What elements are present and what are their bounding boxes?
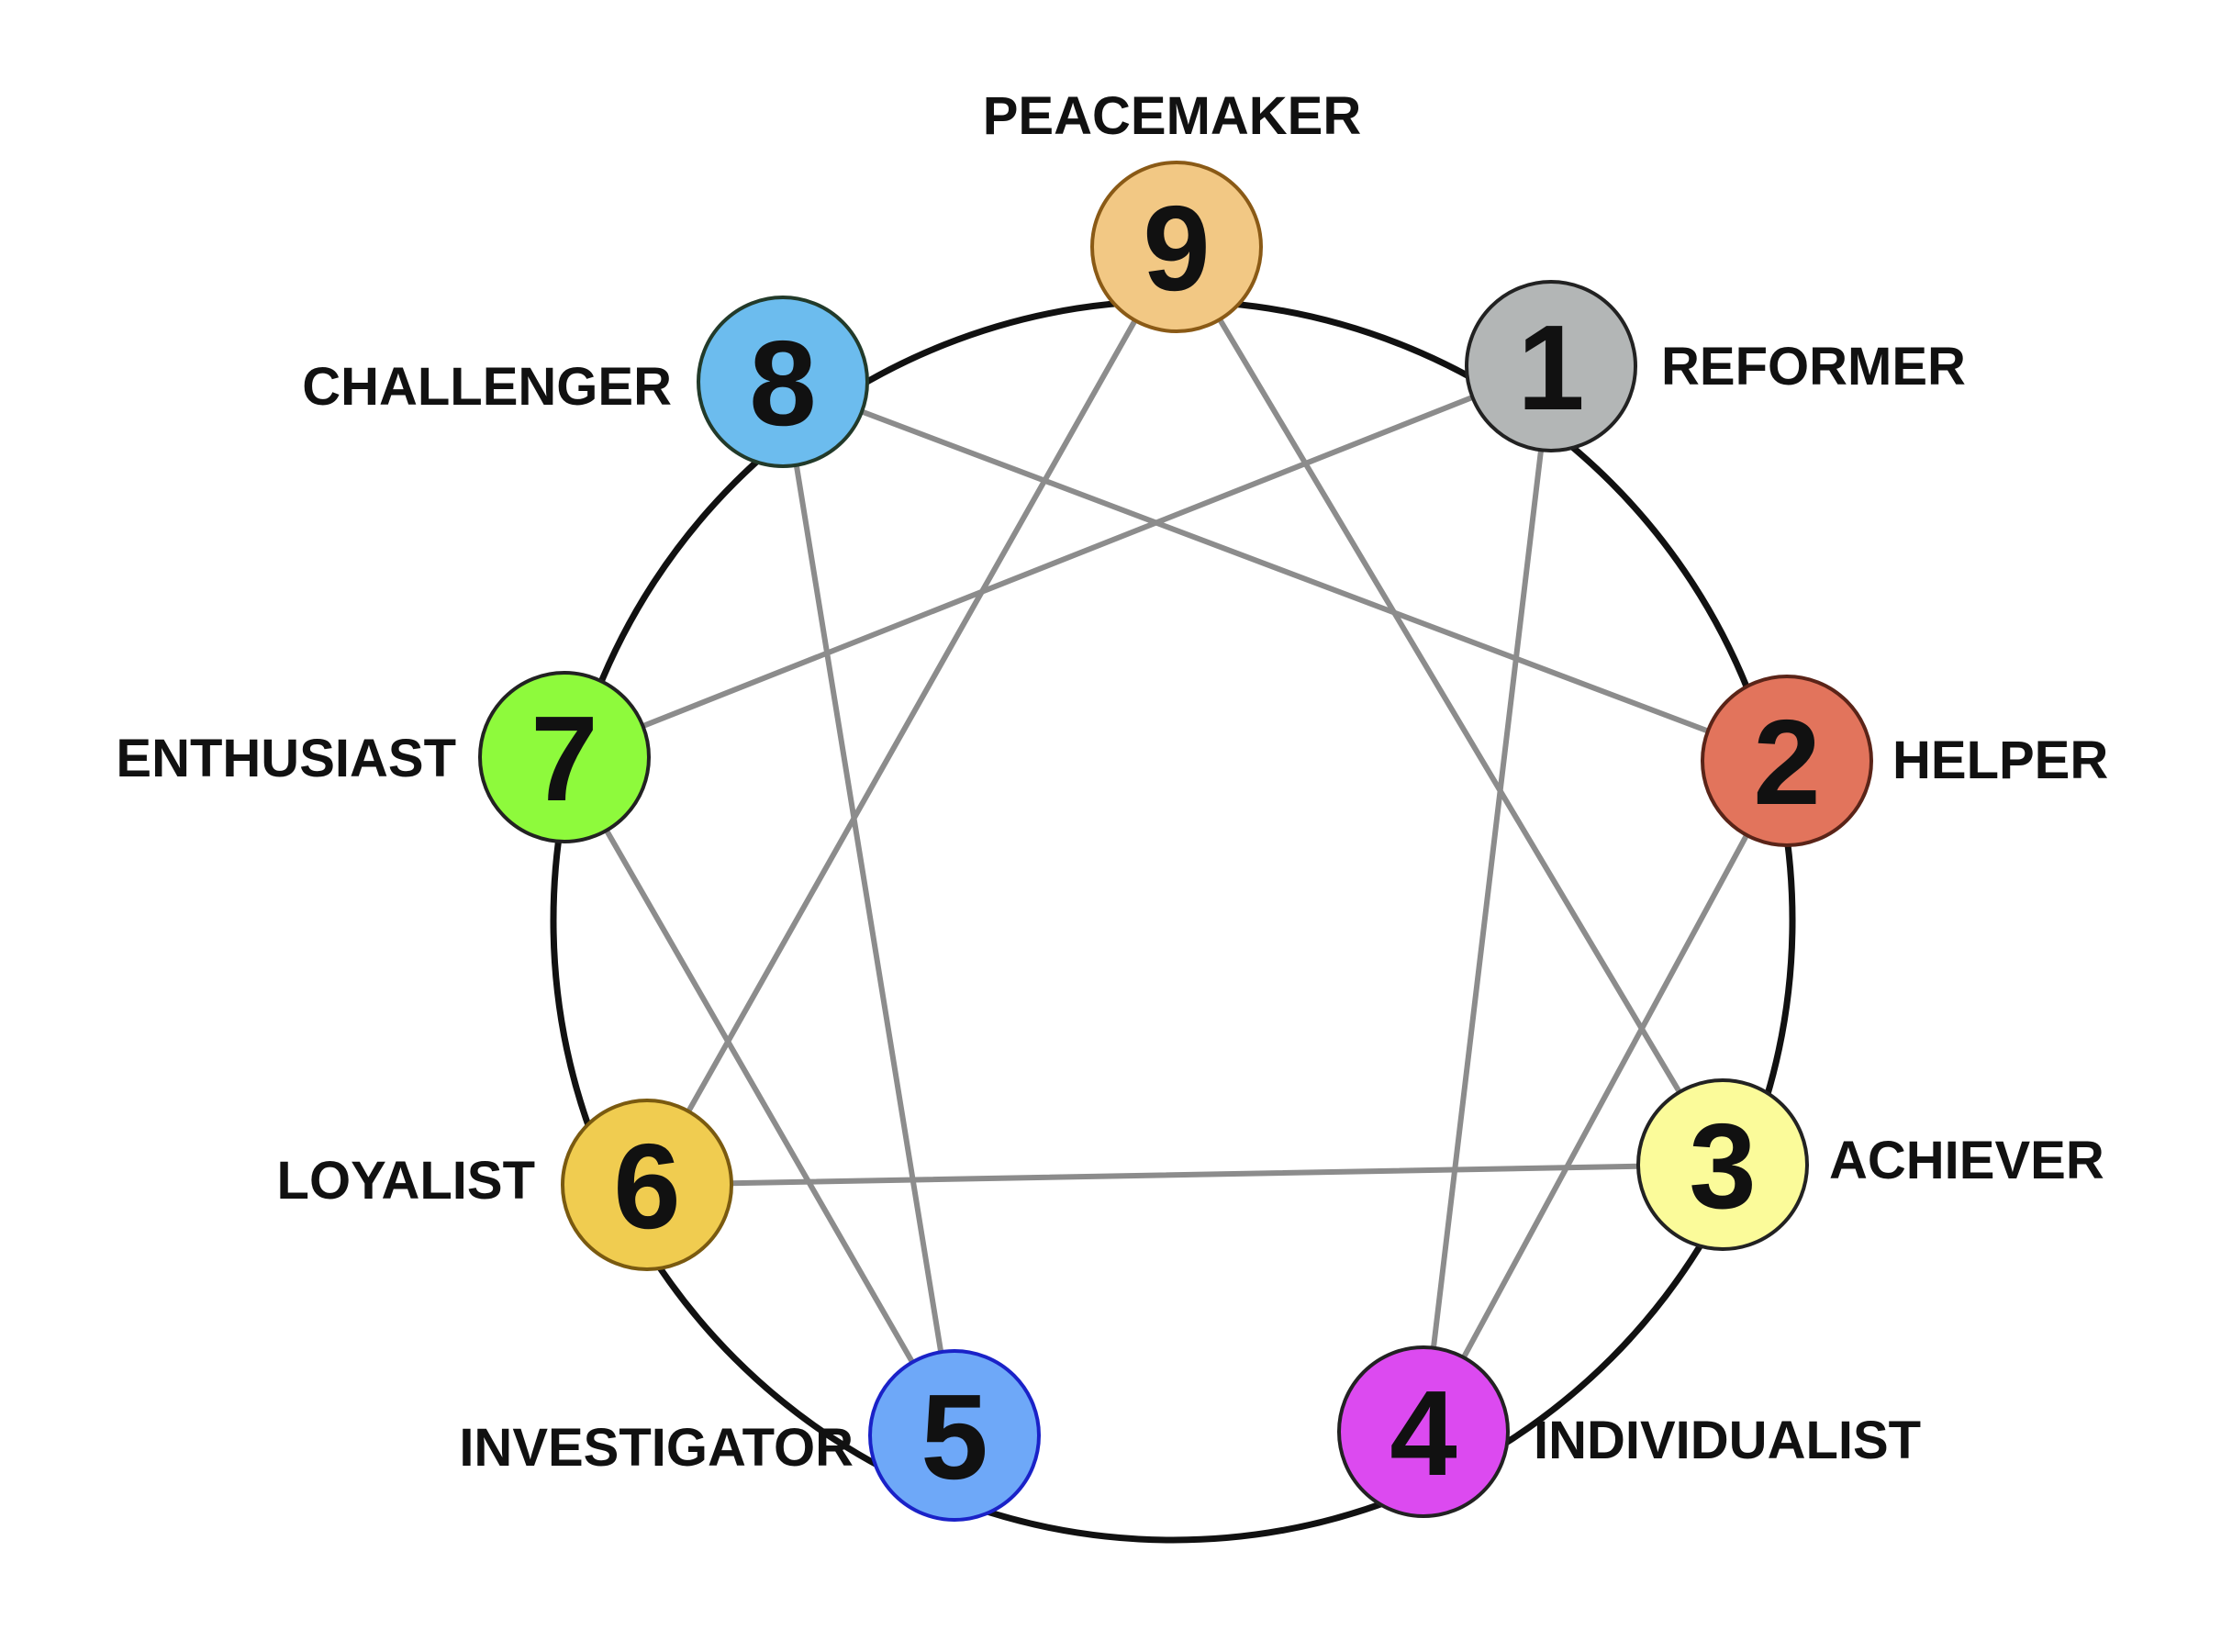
connector-lines — [562, 244, 1790, 1438]
type-label-enthusiast: ENTHUSIAST — [116, 729, 456, 788]
type-node-3: 3 — [1636, 1078, 1809, 1251]
type-label-achiever: ACHIEVER — [1829, 1131, 2104, 1190]
type-circle-5 — [868, 1349, 1041, 1522]
connector-1-4 — [1421, 363, 1554, 1434]
type-number-9: 9 — [1143, 181, 1210, 316]
type-label-helper: HELPER — [1892, 731, 2108, 790]
connector-5-7 — [562, 754, 957, 1438]
type-number-5: 5 — [921, 1369, 988, 1504]
type-label-investigator: INVESTIGATOR — [459, 1418, 854, 1478]
type-number-1: 1 — [1517, 300, 1584, 435]
type-node-2: 2 — [1701, 675, 1873, 847]
type-label-individualist: INDIVIDUALIST — [1534, 1411, 1921, 1470]
type-number-3: 3 — [1689, 1099, 1756, 1233]
connector-4-2 — [1421, 758, 1790, 1434]
connector-2-8 — [780, 379, 1790, 764]
type-label-peacemaker: PEACEMAKER — [983, 86, 1362, 146]
type-node-1: 1 — [1465, 280, 1637, 452]
type-node-5: 5 — [868, 1349, 1041, 1522]
type-number-2: 2 — [1753, 695, 1820, 830]
type-circle-3 — [1636, 1078, 1809, 1251]
type-circle-1 — [1465, 280, 1637, 452]
type-label-reformer: REFORMER — [1661, 337, 1966, 396]
type-node-4: 4 — [1337, 1345, 1510, 1518]
type-number-4: 4 — [1390, 1366, 1456, 1501]
type-node-6: 6 — [561, 1099, 733, 1271]
type-node-9: 9 — [1090, 161, 1263, 333]
type-circle-2 — [1701, 675, 1873, 847]
type-label-challenger: CHALLENGER — [302, 357, 672, 417]
type-labels: PEACEMAKER REFORMER HELPER ACHIEVER INDIVIDU… — [116, 86, 2108, 1478]
connector-8-5 — [780, 379, 957, 1438]
type-number-7: 7 — [530, 691, 597, 826]
type-number-8: 8 — [749, 316, 816, 451]
type-circle-9 — [1090, 161, 1263, 333]
connector-3-6 — [644, 1162, 1725, 1188]
type-number-6: 6 — [613, 1119, 680, 1254]
connector-7-1 — [562, 363, 1554, 760]
type-node-8: 8 — [697, 296, 869, 468]
type-circle-4 — [1337, 1345, 1510, 1518]
type-circle-8 — [697, 296, 869, 468]
connector-9-3 — [1174, 244, 1725, 1167]
type-circle-6 — [561, 1099, 733, 1271]
type-label-loyalist: LOYALIST — [277, 1151, 535, 1211]
connector-6-9 — [644, 244, 1179, 1188]
type-nodes: 9 1 2 3 4 5 6 7 8 — [478, 161, 1873, 1522]
type-circle-7 — [478, 671, 651, 843]
enneagram-ring — [550, 297, 1796, 1544]
type-node-7: 7 — [478, 671, 651, 843]
